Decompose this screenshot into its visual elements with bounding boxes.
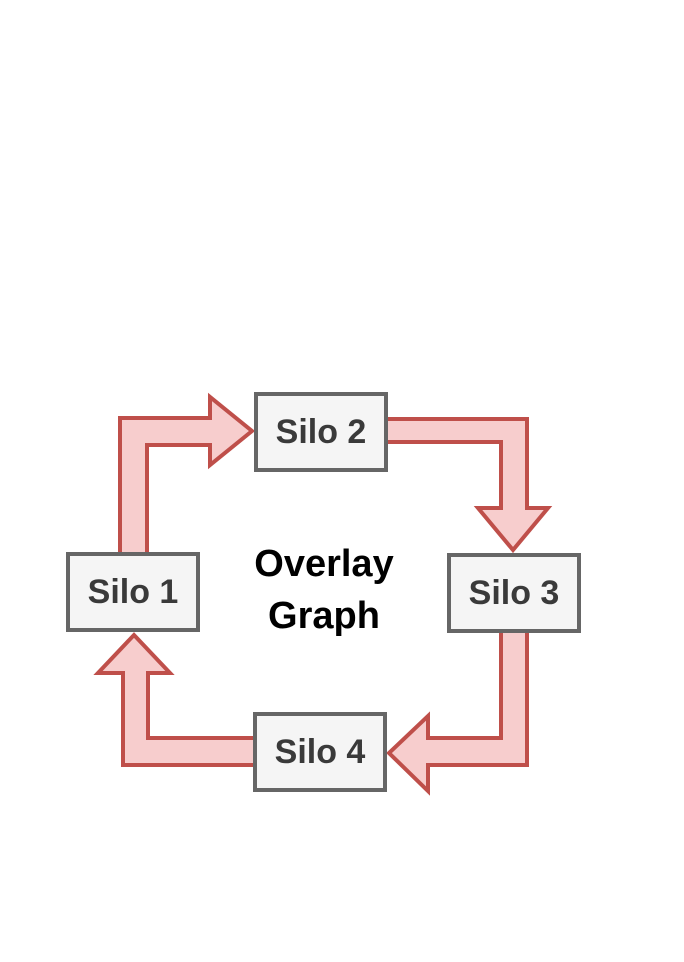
center-title-line1: Overlay [254,543,394,585]
center-title-line2: Graph [268,595,380,637]
arrow-silo2-to-silo3 [382,417,553,554]
center-title: Overlay Graph [193,538,455,642]
node-silo-3: Silo 3 [447,553,581,633]
node-silo-4-label: Silo 4 [274,732,366,771]
node-silo-2-label: Silo 2 [275,412,367,451]
arrow-silo3-to-silo4 [386,626,529,796]
arrow-silo1-to-silo2 [118,392,256,558]
node-silo-4: Silo 4 [253,712,387,792]
node-silo-1: Silo 1 [66,552,200,632]
node-silo-3-label: Silo 3 [468,573,560,612]
arrow-silo4-to-silo1 [93,632,259,767]
node-silo-1-label: Silo 1 [87,572,179,611]
node-silo-2: Silo 2 [254,392,388,472]
